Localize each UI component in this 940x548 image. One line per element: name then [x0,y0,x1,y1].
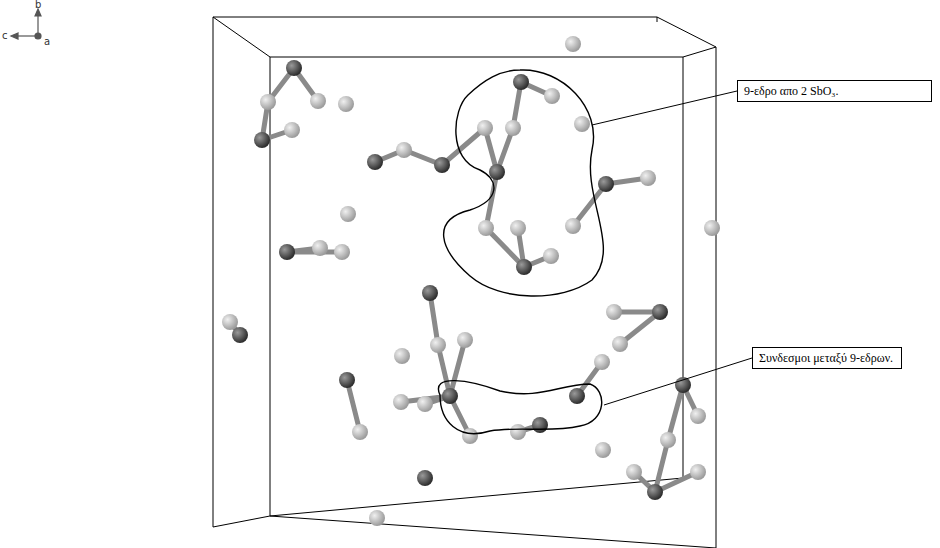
oxygen-atom [704,220,720,236]
cell-outline [213,17,716,548]
oxygen-atom [543,248,559,264]
unit-cell [213,17,716,548]
oxygen-atom [310,93,326,109]
cell-edge [657,17,658,22]
oxygen-atom [574,116,590,132]
antimony-atom [254,132,270,148]
oxygen-atom [477,120,493,136]
bonds [230,68,698,492]
oxygen-atom [544,88,560,104]
antimony-atom [339,372,355,388]
callout-box: 9-εδρο απο 2 SbO₃. [737,80,932,102]
oxygen-atom [690,464,706,480]
axis-label: a [44,37,50,47]
antimony-atom [647,484,663,500]
cell-edge [270,57,271,516]
bond [442,128,485,165]
callout-text: Συνδεσμοι μεταξύ 9-εδρων. [759,351,895,365]
oxygen-atom [284,122,300,138]
antimony-atom [442,388,458,404]
antimony-atom [367,154,383,170]
oxygen-atom [660,432,676,448]
group-outline [438,381,601,434]
axis-dot [35,33,41,39]
groupings [438,70,603,434]
oxygen-atom [222,314,238,330]
antimony-atom [422,285,438,301]
group-outline [444,70,604,296]
oxygen-atom [312,240,328,256]
leader-line [592,91,737,125]
leader-lines [592,91,752,405]
bond [668,385,683,440]
antimony-atom [598,176,614,192]
oxygen-atom [417,396,433,412]
axis-label: b [35,0,41,10]
bond [347,380,360,432]
antimony-atom [489,164,505,180]
oxygen-atom [396,142,412,158]
oxygen-atom [369,510,385,526]
oxygen-atom [606,304,622,320]
oxygen-atom [393,394,409,410]
oxygen-atom [510,220,526,236]
oxygen-atom [430,337,446,353]
oxygen-atom [565,218,581,234]
antimony-atom [417,470,433,486]
bond [450,340,465,396]
oxygen-atom [462,428,478,444]
bond [573,184,606,226]
oxygen-atom [457,332,473,348]
oxygen-atom [260,94,276,110]
axis-triad [11,9,41,39]
antimony-atom [652,304,668,320]
oxygen-atom [352,424,368,440]
antimony-atom [232,327,248,343]
callout-text: 9-εδρο απο 2 SbO₃. [744,84,925,98]
leader-line [604,358,752,405]
oxygen-atom [340,206,356,222]
antimony-atom [434,157,450,173]
axis-label: c [2,31,8,41]
antimony-atom [569,388,585,404]
antimony-atom [513,74,529,90]
atoms [222,36,720,526]
oxygen-atom [394,348,410,364]
oxygen-atom [565,36,581,52]
oxygen-atom [626,464,642,480]
oxygen-atom [478,220,494,236]
antimony-atom [286,60,302,76]
antimony-atom [516,259,532,275]
callout-box: Συνδεσμοι μεταξύ 9-εδρων. [752,347,902,369]
oxygen-atom [334,244,350,260]
oxygen-atom [338,96,354,112]
oxygen-atom [594,354,610,370]
antimony-atom [532,417,548,433]
cell-edge [213,17,716,57]
oxygen-atom [640,170,656,186]
oxygen-atom [612,336,628,352]
antimony-atom [279,244,295,260]
arrow-head [11,33,18,39]
oxygen-atom [690,408,706,424]
oxygen-atom [510,424,526,440]
cell-edge [270,57,683,516]
oxygen-atom [595,442,611,458]
oxygen-atom [505,120,521,136]
arrow-head [35,9,41,16]
